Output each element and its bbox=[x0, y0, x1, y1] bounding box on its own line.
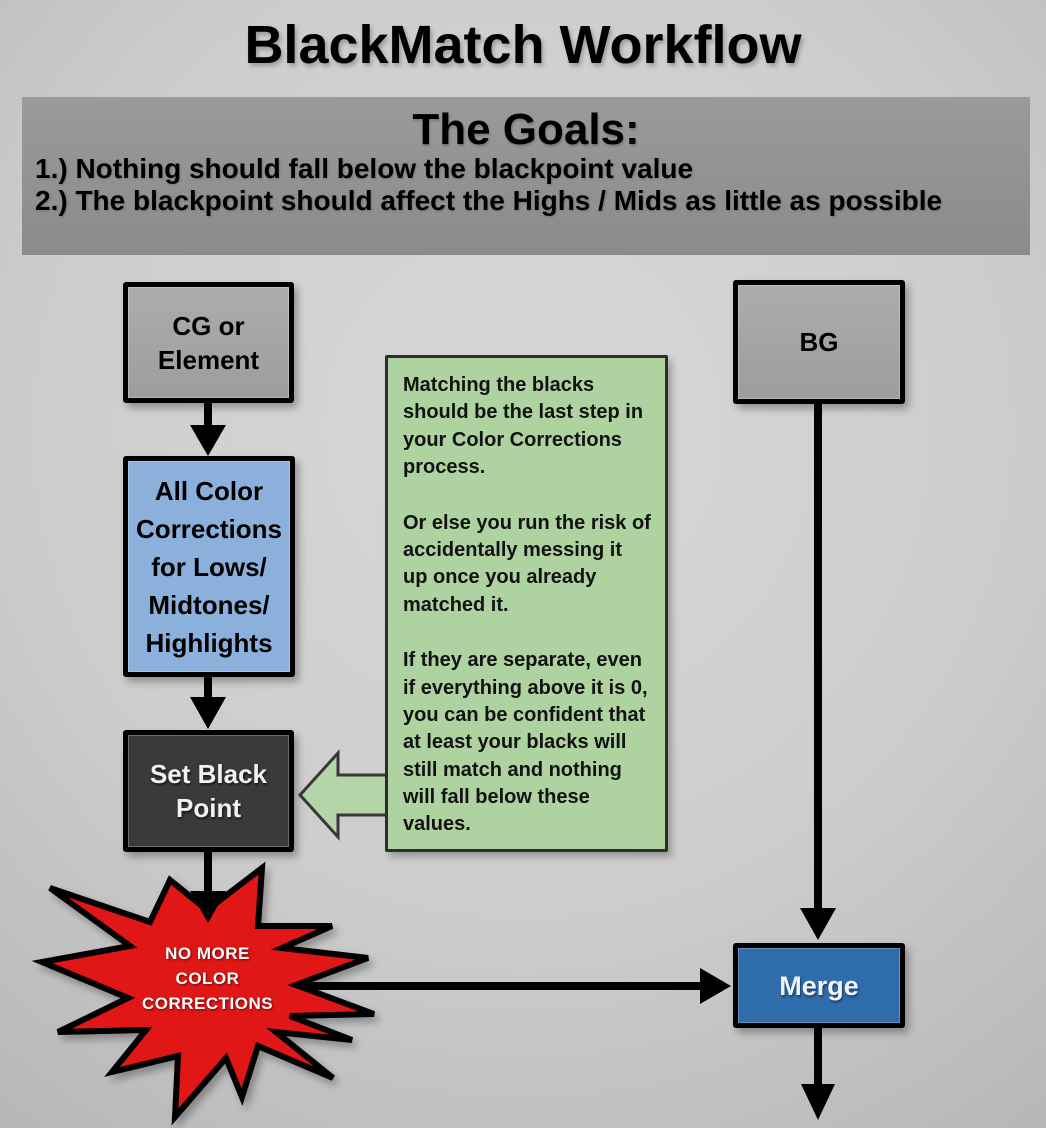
node-label: Midtones/ bbox=[148, 589, 270, 620]
starburst-label: NO MORE COLOR CORRECTIONS bbox=[110, 941, 305, 1016]
goals-heading: The Goals: bbox=[412, 105, 640, 154]
node-label: Merge bbox=[779, 970, 859, 1001]
node-bg: BG bbox=[733, 280, 905, 404]
starburst-shape bbox=[31, 861, 376, 1126]
node-label: for Lows/ bbox=[151, 551, 267, 582]
note-paragraph: If they are separate, even if everything… bbox=[403, 649, 648, 836]
node-label: Point bbox=[176, 793, 241, 823]
arrow-merge-output bbox=[801, 1025, 835, 1120]
node-label: All Color bbox=[154, 475, 264, 506]
node-label: Corrections bbox=[136, 513, 282, 544]
node-label: Element bbox=[157, 344, 260, 375]
note-paragraph: Matching the blacks should be the last s… bbox=[403, 374, 644, 479]
note-box: Matching the blacks should be the last s… bbox=[385, 355, 668, 852]
arrow-corrections-to-blackpoint bbox=[190, 674, 226, 729]
goals-banner: The Goals: 1.) Nothing should fall below… bbox=[22, 97, 1030, 255]
arrow-cg-to-corrections bbox=[190, 400, 226, 456]
note-paragraph: Or else you run the risk of accidentally… bbox=[403, 511, 651, 616]
arrow-burst-to-merge bbox=[290, 968, 731, 1004]
page-title: BlackMatch Workflow bbox=[244, 15, 802, 75]
node-merge: Merge bbox=[733, 943, 905, 1028]
node-label: CORRECTIONS bbox=[141, 994, 274, 1013]
node-cg-or-element: CG or Element bbox=[123, 282, 294, 403]
node-label: CG or bbox=[172, 310, 245, 341]
arrow-blackpoint-to-burst bbox=[190, 849, 226, 923]
goal-item-1: 1.) Nothing should fall below the blackp… bbox=[35, 153, 694, 185]
note-callout-arrow bbox=[297, 749, 394, 841]
node-label: NO MORE bbox=[165, 944, 250, 963]
node-label: COLOR bbox=[175, 969, 240, 988]
node-label: Highlights bbox=[145, 627, 273, 658]
node-label: BG bbox=[799, 327, 839, 357]
goal-item-2: 2.) The blackpoint should affect the Hig… bbox=[35, 184, 943, 216]
node-set-black-point: Set Black Point bbox=[123, 730, 294, 852]
node-label: Set Black bbox=[149, 759, 268, 789]
node-color-corrections: All Color Corrections for Lows/ Midtones… bbox=[123, 456, 295, 677]
arrow-bg-to-merge bbox=[800, 400, 836, 940]
